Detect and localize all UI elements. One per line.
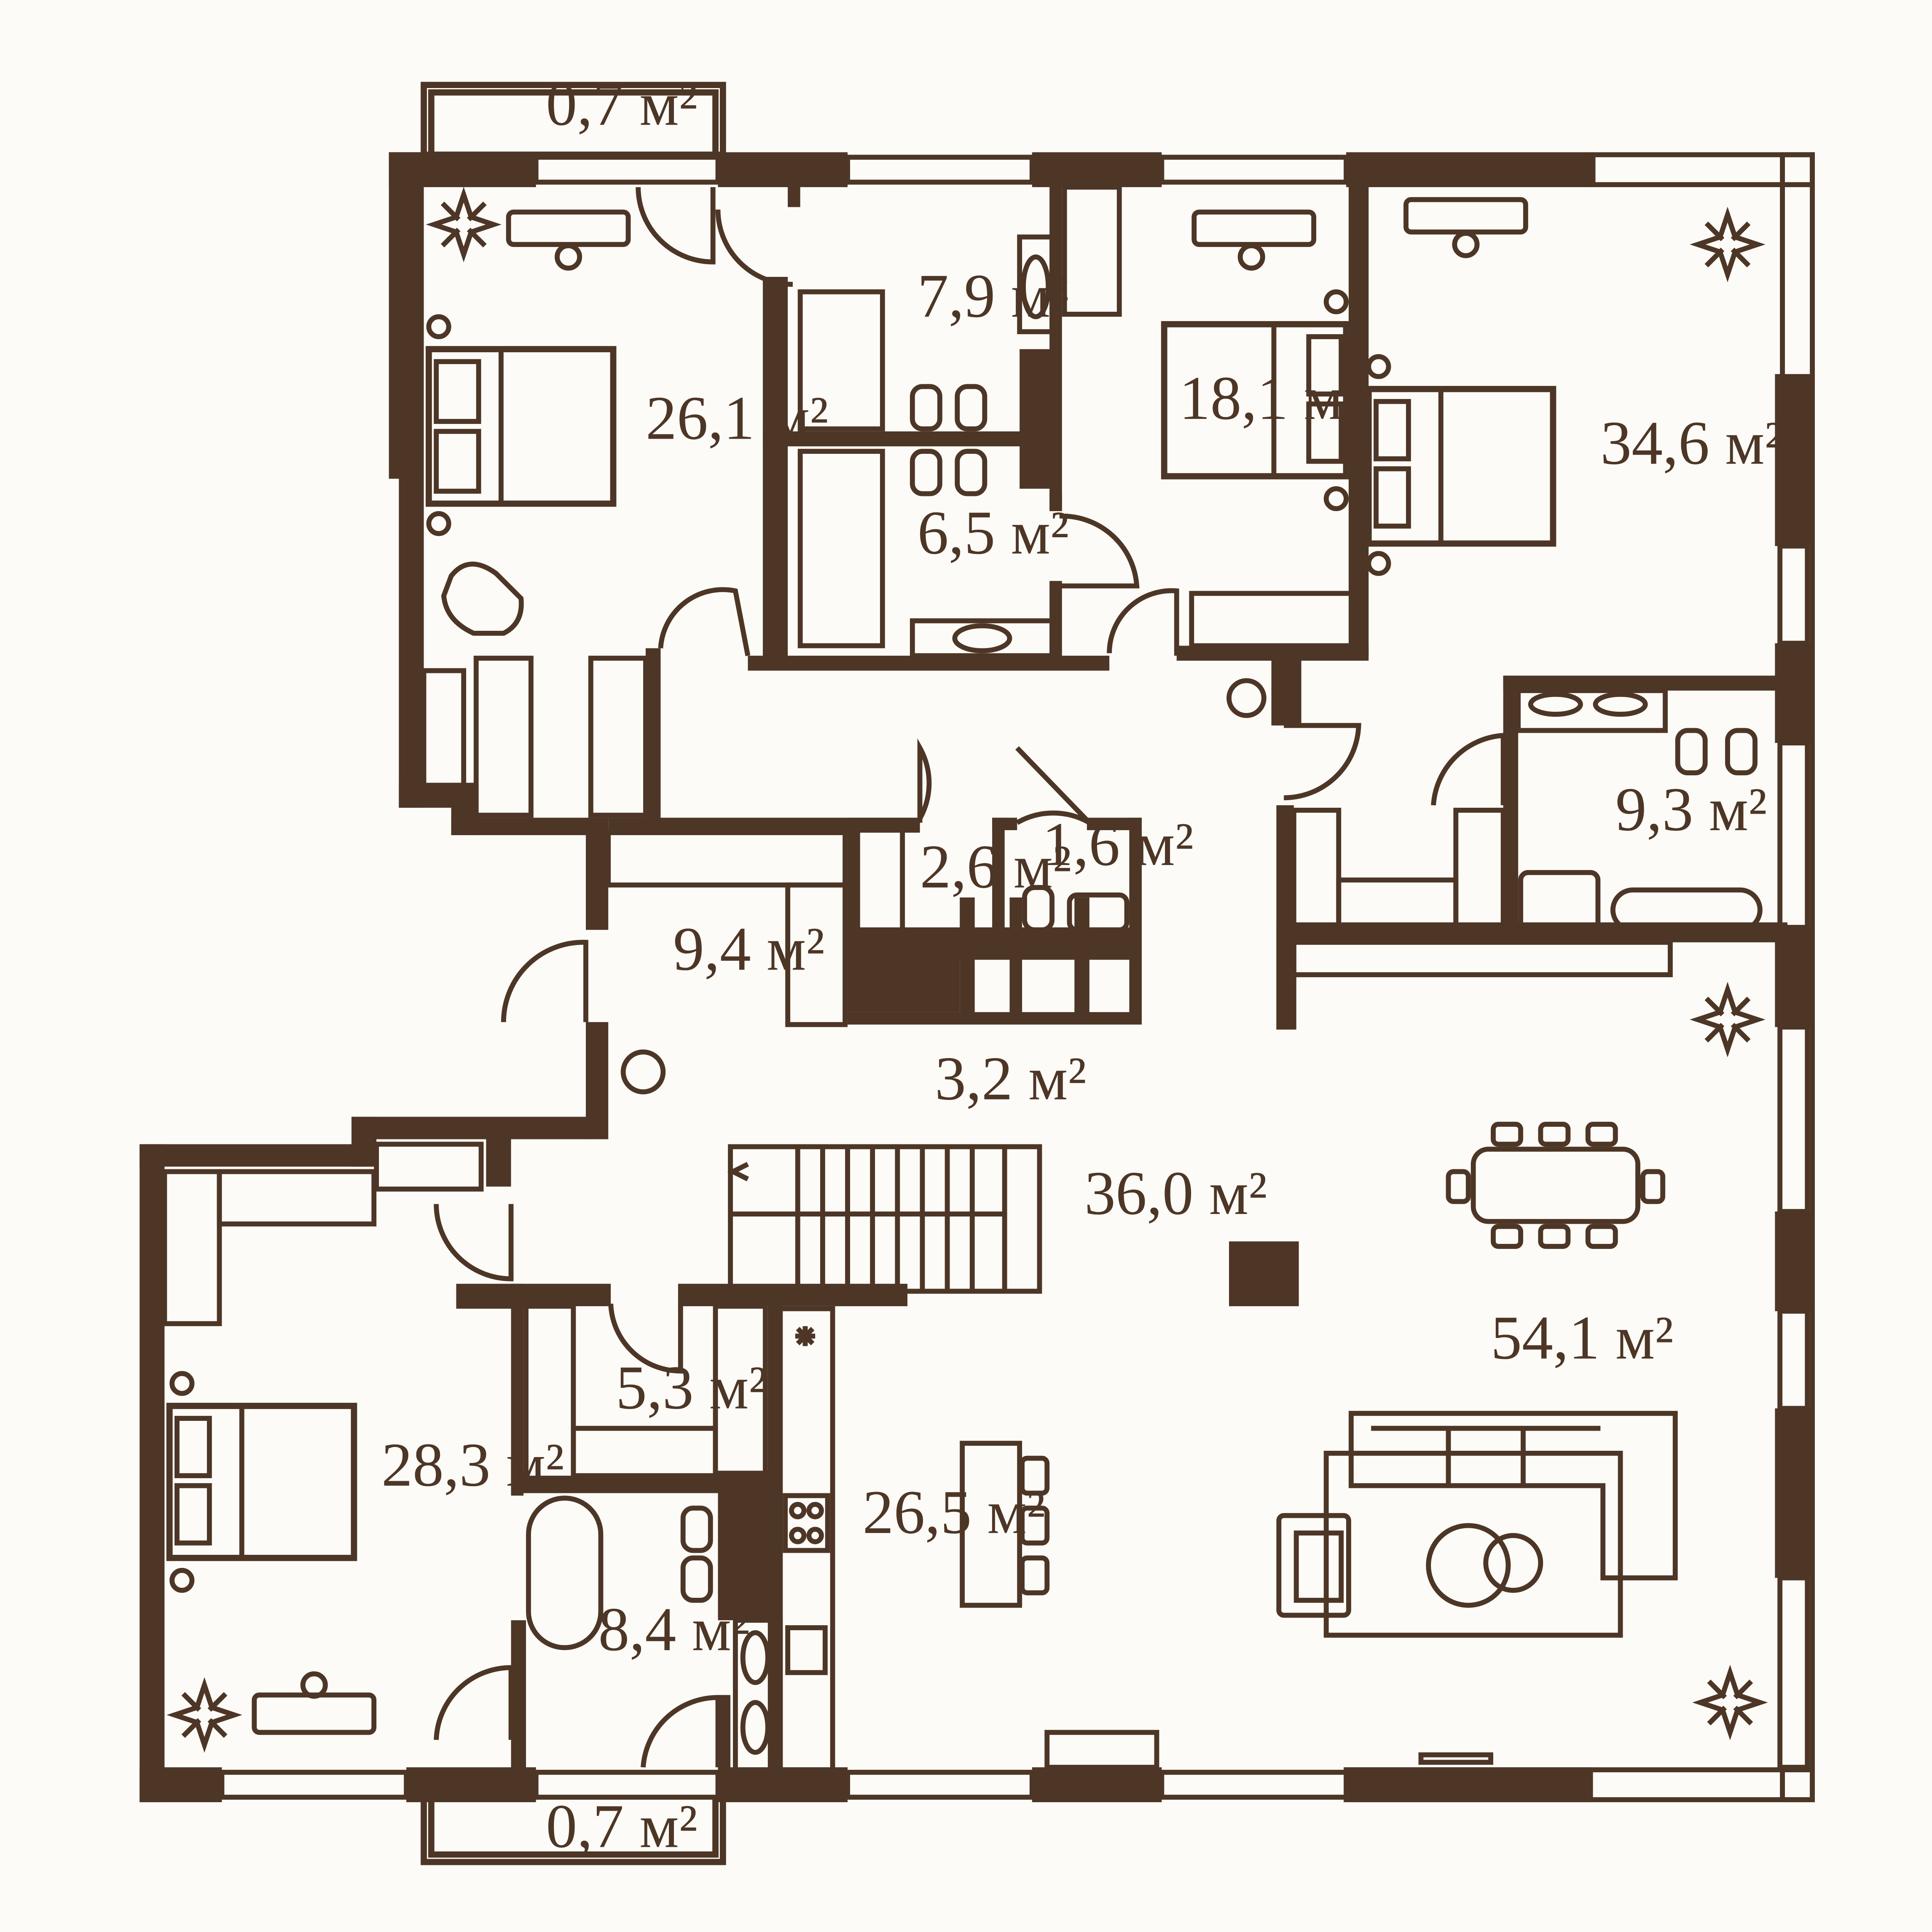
area-kitchen: 26,5 м²	[863, 1477, 1046, 1546]
column-icon	[620, 678, 1268, 1283]
area-storage: 2,6 м²	[920, 832, 1072, 901]
area-bath-lower: 6,5 м²	[918, 498, 1069, 567]
area-wc: 1,6 м²	[1042, 809, 1194, 879]
area-bedroom-ne: 34,6 м²	[1600, 408, 1783, 477]
sofa-icon	[1348, 1411, 1678, 1581]
kitchen-island-icon	[960, 1441, 1050, 1608]
coffee-table-icon	[1323, 1450, 1623, 1638]
sink-icon	[733, 234, 1668, 1772]
cooktop-icon	[778, 1306, 835, 1772]
area-stair-hall: 36,0 м²	[1084, 1158, 1267, 1227]
wardrobe-icon	[162, 185, 1506, 1481]
doors	[434, 187, 1506, 1768]
area-bath-upper: 7,9 м²	[918, 261, 1069, 330]
staircase-icon	[727, 1144, 1042, 1294]
area-living: 54,1 м²	[1491, 1303, 1674, 1372]
area-wardrobe: 5,3 м²	[616, 1353, 767, 1422]
cabinet-icon	[421, 668, 1673, 1770]
plant-icon	[166, 187, 1768, 1753]
desk-chair-icon	[252, 197, 1528, 1735]
armchair-icon	[1276, 1513, 1351, 1618]
bathtub-icon	[526, 887, 1763, 1651]
area-balcony-bottom: 0,7 м²	[546, 1791, 698, 1860]
bed-icon	[166, 289, 1556, 1593]
area-balcony-top: 0,7 м²	[546, 69, 698, 138]
area-labels: 0,7 м² 26,1 м² 7,9 м² 6,5 м² 18,1 м² 34,…	[381, 69, 1783, 1860]
toilet-icon	[680, 384, 1758, 1603]
area-bedroom-n: 18,1 м²	[1179, 363, 1362, 432]
dining-table-icon	[1446, 1122, 1666, 1249]
windows	[219, 155, 1810, 1800]
area-bedroom-nw: 26,1 м²	[646, 383, 829, 453]
area-corridor: 3,2 м²	[935, 1044, 1087, 1113]
area-bedroom-sw: 28,3 м²	[381, 1430, 564, 1499]
area-bath-ne: 9,3 м²	[1615, 774, 1767, 844]
area-bath-sw: 8,4 м²	[598, 1594, 750, 1664]
shower-icon	[797, 289, 1601, 933]
area-hall: 9,4 м²	[673, 914, 825, 983]
exterior-walls	[140, 152, 1813, 1802]
armchair-icon	[441, 561, 524, 636]
